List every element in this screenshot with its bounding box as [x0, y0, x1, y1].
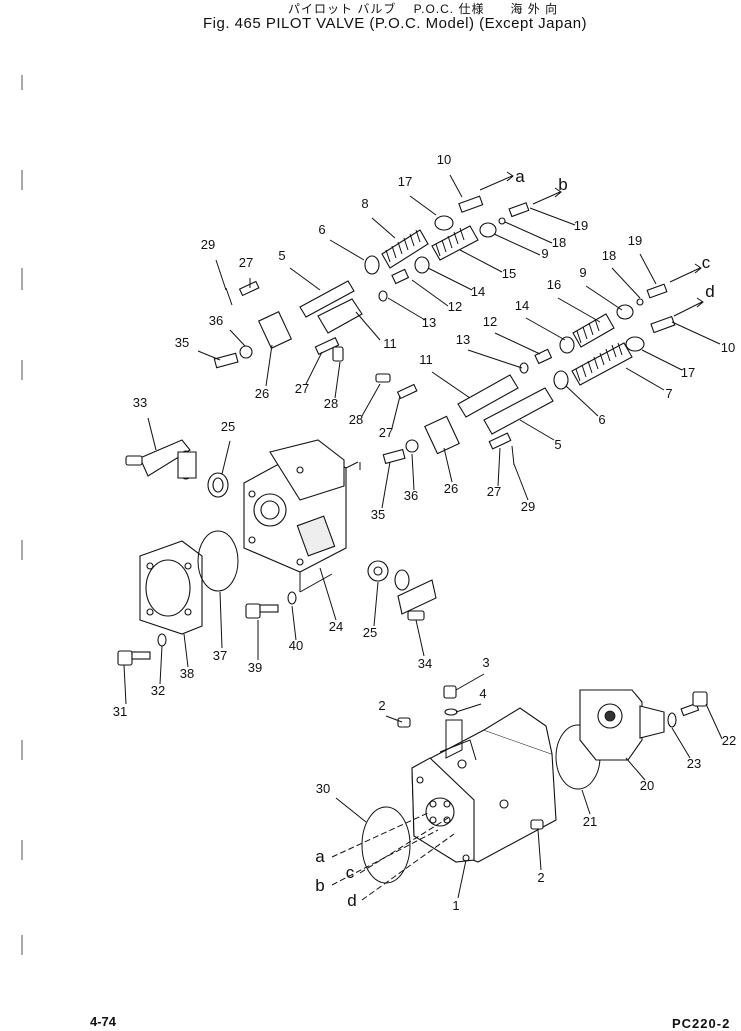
callout-c26b: 26 [444, 481, 458, 496]
callout-c18b: 18 [602, 248, 616, 263]
callout-c18a: 18 [552, 235, 566, 250]
callout-c10b: 10 [721, 340, 735, 355]
callout-c14a: 14 [471, 284, 485, 299]
callout-c21: 21 [583, 814, 597, 829]
port-label-pd: d [705, 282, 714, 301]
callout-c23: 23 [687, 756, 701, 771]
page-number: 4-74 [90, 1014, 117, 1029]
valve-body [361, 685, 557, 884]
port-label-pc: c [702, 253, 711, 272]
callout-c36a: 36 [209, 313, 223, 328]
model-code: PC220-2 [672, 1016, 731, 1031]
callout-c9b: 9 [579, 265, 586, 280]
callout-c3: 3 [482, 655, 489, 670]
callout-c28b: 28 [349, 412, 363, 427]
callout-c35a: 35 [175, 335, 189, 350]
callout-c27c: 27 [379, 425, 393, 440]
callout-c29a: 29 [201, 237, 215, 252]
end-cover-and-seal [555, 689, 708, 790]
callout-c13b: 13 [456, 332, 470, 347]
callout-c12a: 12 [448, 299, 462, 314]
callout-c34: 34 [418, 656, 432, 671]
callout-c10a: 10 [437, 152, 451, 167]
callout-c31: 31 [113, 704, 127, 719]
callout-c1: 1 [452, 898, 459, 913]
lower-spool-assembly [375, 283, 676, 466]
callout-c8: 8 [361, 196, 368, 211]
callout-c6a: 6 [318, 222, 325, 237]
callout-c25b: 25 [363, 625, 377, 640]
port-label-pa: a [515, 167, 525, 186]
callout-c32: 32 [151, 683, 165, 698]
flange-plate-and-seals [117, 530, 297, 666]
callout-c17a: 17 [398, 174, 412, 189]
callout-c7: 7 [665, 386, 672, 401]
port-label-pb2: b [315, 876, 324, 895]
callout-c4: 4 [479, 686, 486, 701]
callout-c36b: 36 [404, 488, 418, 503]
callout-c5b: 5 [554, 437, 561, 452]
callout-c16: 16 [547, 277, 561, 292]
cover-housing [243, 439, 361, 593]
callout-c20: 20 [640, 778, 654, 793]
lever-pin-and-bushings [125, 439, 437, 621]
upper-spool-assembly [213, 195, 530, 369]
port-label-pd2: d [347, 891, 356, 910]
callout-c37: 37 [213, 648, 227, 663]
callout-c25a: 25 [221, 419, 235, 434]
callout-c6b: 6 [598, 412, 605, 427]
callout-c26a: 26 [255, 386, 269, 401]
callout-c24: 24 [329, 619, 343, 634]
callout-c27d: 27 [487, 484, 501, 499]
callout-c27b: 27 [295, 381, 309, 396]
callout-c28a: 28 [324, 396, 338, 411]
callout-c2a: 2 [378, 698, 385, 713]
callout-c19a: 19 [574, 218, 588, 233]
callout-c38: 38 [180, 666, 194, 681]
port-label-pb: b [558, 175, 567, 194]
callout-c33: 33 [133, 395, 147, 410]
figure-title: Fig. 465 PILOT VALVE (P.O.C. Model) (Exc… [203, 15, 588, 32]
callout-c22: 22 [722, 733, 736, 748]
callout-c14b: 14 [515, 298, 529, 313]
callout-c11b: 11 [419, 352, 433, 367]
port-label-pa2: a [315, 847, 325, 866]
callout-c29b: 29 [521, 499, 535, 514]
header-japanese: パイロット バルブ P.O.C. 仕様 海 外 向 [288, 2, 559, 16]
port-label-pc2: c [346, 863, 355, 882]
callout-c15: 15 [502, 266, 516, 281]
callout-c27a: 27 [239, 255, 253, 270]
callout-c19b: 19 [628, 233, 642, 248]
callout-c35b: 35 [371, 507, 385, 522]
callout-c13a: 13 [422, 315, 436, 330]
callout-c11a: 11 [383, 336, 397, 351]
callout-c5a: 5 [278, 248, 285, 263]
callout-c9a: 9 [541, 246, 548, 261]
callout-c40: 40 [289, 638, 303, 653]
callout-c2b: 2 [537, 870, 544, 885]
callout-c12b: 12 [483, 314, 497, 329]
callout-c39: 39 [248, 660, 262, 675]
callout-c17b: 17 [681, 365, 695, 380]
leader-lines [123, 171, 723, 901]
callout-c30: 30 [316, 781, 330, 796]
